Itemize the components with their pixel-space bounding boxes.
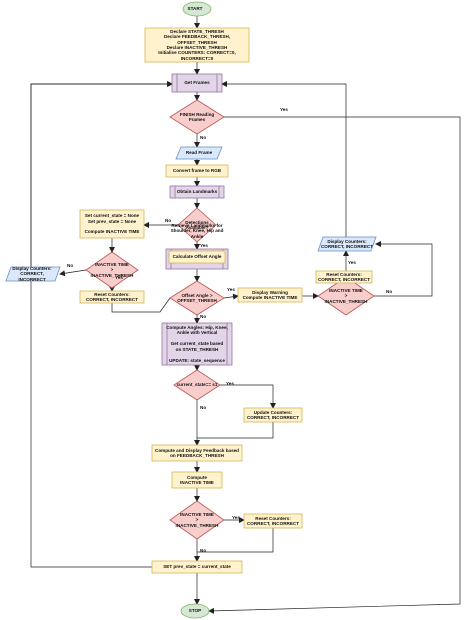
- reset-left-label: Reset Counters: CORRECT, INCORRECT: [85, 291, 139, 302]
- node-shapes: [5, 1, 377, 619]
- inactive-left-diamond: [85, 251, 139, 289]
- no-label-state: No: [200, 405, 207, 410]
- no-label-detections: No: [165, 218, 172, 223]
- no-label-finish: No: [200, 135, 207, 140]
- edge-state-yes-update: [220, 384, 276, 409]
- inactive-left-label: INACTIVE TIME > INACTIVE_THRESH: [90, 261, 134, 278]
- detections-label: Detections Available?: [185, 219, 209, 230]
- display-right-label: Display Counters: CORRECT, INCORRECT: [320, 238, 374, 249]
- offset-check-label: Offset Angle > OFFSET_THRESH: [177, 292, 217, 303]
- edge-setprev-loop: [30, 81, 173, 568]
- get-frames-box: [171, 73, 223, 93]
- compute-angles-label: Compute Angles: Hip, Knee, Ankle with Ve…: [166, 325, 228, 363]
- no-label-offset: No: [200, 314, 207, 319]
- yes-label-inactive-right: Yes: [348, 260, 356, 265]
- edge-offset-yes-warning: [223, 293, 239, 300]
- start-label: START: [187, 6, 203, 12]
- read-frame-io: [175, 146, 223, 160]
- connector-lines: [30, 16, 461, 614]
- finish-reading-label: FINISH Reading Frames: [179, 111, 215, 122]
- edge-display-left-loop: [30, 81, 173, 267]
- edge-finish-yes-stop: [208, 116, 461, 614]
- display-right-io: [317, 236, 377, 252]
- state-check-diamond: [173, 369, 221, 401]
- edge-reset-left-offset: [111, 297, 171, 313]
- convert-rgb-box: [165, 164, 229, 178]
- stop-label: STOP: [188, 608, 202, 614]
- inactive-bottom-label: INACTIVE TIME > INACTIVE_THRESH: [175, 511, 219, 528]
- display-left-label: Display Counters: CORRECT, INCORRECT: [12, 265, 52, 282]
- feedback-label: Compute and Display Feedback based on FE…: [155, 447, 239, 458]
- yes-label-finish: Yes: [280, 107, 288, 112]
- edge-inactive-right-no: [374, 241, 433, 297]
- no-label-inactive-right: No: [386, 289, 393, 294]
- feedback-box: [151, 444, 243, 462]
- yes-label-detections: Yes: [200, 243, 208, 248]
- no-label-inactive-bottom: No: [200, 548, 207, 553]
- edge-update-feedback: [197, 422, 274, 439]
- display-warning-box: [237, 287, 303, 303]
- reset-right-label: Reset Counters: CORRECT, INCORRECT: [317, 271, 371, 282]
- set-prev-box: [151, 560, 243, 574]
- edge-inactive-left-no: [59, 269, 87, 277]
- no-label-inactive-left: No: [67, 263, 74, 268]
- inactive-right-diamond: [317, 276, 375, 316]
- yes-label-inactive-left: Yes: [115, 275, 123, 280]
- calc-offset-box: [168, 250, 226, 264]
- stop-terminal: [180, 603, 210, 619]
- set-prev-label: SET prev_state = current_state: [163, 564, 231, 570]
- reset-right-box: [315, 270, 373, 284]
- convert-rgb-label: Convert frame to RGB: [172, 168, 222, 174]
- update-counters-label: Update Counters: CORRECT, INCORRECT: [246, 409, 300, 420]
- compute-angles-box: [161, 322, 233, 366]
- update-counters-box: [243, 407, 303, 423]
- declare-label: Declare STATE_THRESH Declare FEEDBACK_TH…: [158, 28, 236, 61]
- set-none-label: Set current_state = None Set prev_state …: [84, 213, 140, 235]
- edge-display-right-loop: [221, 81, 347, 237]
- offset-check-diamond: [169, 280, 225, 316]
- reset-bottom-box: [243, 513, 303, 529]
- read-frame-label: Read Frame: [185, 150, 213, 156]
- display-left-io: [5, 266, 61, 282]
- reset-bottom-label: Reset Counters: CORRECT, INCORRECT: [246, 515, 300, 526]
- compute-inactive-box: [171, 471, 223, 489]
- obtain-landmarks-label: Obtain Landmarks: [176, 189, 218, 195]
- retrieve-landmarks-label: Retrieve Landmarks for Shoulder, Knee, H…: [170, 222, 224, 239]
- yes-label-inactive-bottom: Yes: [232, 515, 240, 520]
- inactive-bottom-diamond: [169, 500, 225, 540]
- yes-label-state: Yes: [226, 381, 234, 386]
- compute-inactive-label: Compute INACTIVE TIME: [180, 474, 214, 485]
- finish-reading-diamond: [169, 99, 225, 135]
- start-terminal: [182, 1, 212, 17]
- offset-angle-calc-label: Calculate Offset Angle: [172, 254, 222, 260]
- obtain-landmarks-box: [169, 185, 225, 199]
- get-frames-label: Get Frames: [184, 80, 210, 86]
- reset-left-box: [79, 290, 145, 304]
- inactive-right-label: INACTIVE TIME > INACTIVE_THRESH: [324, 287, 368, 304]
- set-none-box: [79, 209, 145, 239]
- display-warning-label: Display Warning Compute INACTIVE TIME: [242, 289, 298, 300]
- declare-box: [144, 27, 250, 63]
- edge-reset-bottom-join: [197, 528, 274, 553]
- detections-diamond: [177, 207, 217, 243]
- state-check-label: current_state== s1: [176, 382, 218, 388]
- yes-label-offset: Yes: [227, 287, 235, 292]
